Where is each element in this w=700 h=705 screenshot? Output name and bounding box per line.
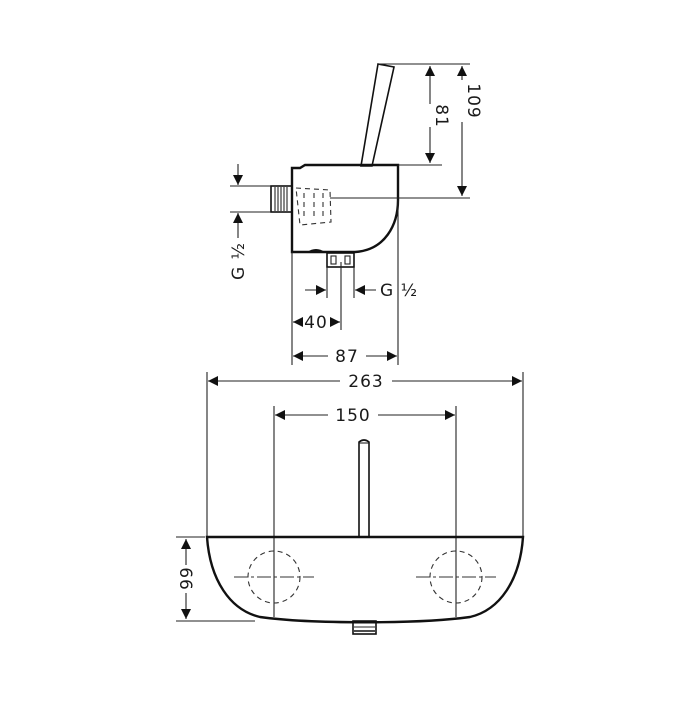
inlet-hidden-right — [416, 550, 496, 604]
dim-87-label: 87 — [335, 347, 359, 367]
dimension-outlet-thread: G ½ — [305, 281, 418, 301]
dimension-81: 81 — [425, 66, 451, 163]
dimension-109: 109 — [457, 66, 483, 196]
dimension-40: 40 — [293, 313, 340, 333]
inlet-hidden-left — [234, 550, 314, 604]
dim-66-label: 66 — [175, 567, 195, 591]
internal-cartridge-hidden — [295, 187, 332, 226]
outlet-thread-label: G ½ — [380, 281, 418, 301]
dimension-150: 150 — [275, 406, 455, 426]
side-view: 81 109 G ½ G ½ 40 87 — [229, 63, 483, 367]
outlet-fitting-front — [352, 620, 377, 635]
dim-40-label: 40 — [304, 313, 328, 333]
inlet-thread-left — [270, 185, 293, 213]
dimension-inlet-thread: G ½ — [229, 164, 249, 280]
dim-109-label: 109 — [463, 83, 483, 118]
dim-263-label: 263 — [348, 372, 383, 392]
dim-150-label: 150 — [335, 406, 370, 426]
mixer-body-side — [290, 163, 400, 254]
mixer-body-front — [205, 535, 525, 624]
dimension-87: 87 — [293, 347, 397, 367]
dimension-66: 66 — [175, 539, 195, 619]
inlet-thread-label: G ½ — [229, 242, 249, 280]
front-view: 263 150 — [175, 372, 525, 635]
dimension-263: 263 — [208, 372, 522, 392]
dim-81-label: 81 — [431, 104, 451, 128]
handle-lever — [360, 63, 395, 167]
handle-stem-front — [358, 439, 370, 537]
